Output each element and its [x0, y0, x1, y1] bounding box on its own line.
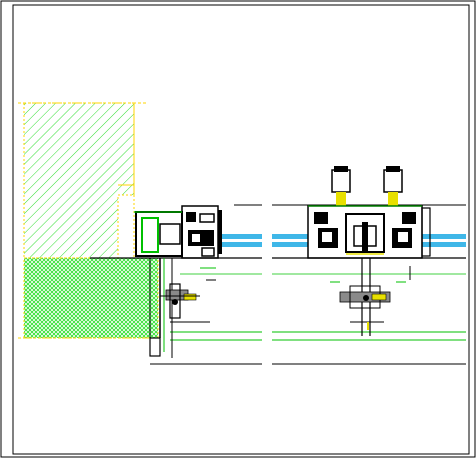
left-frame-profile — [134, 205, 222, 358]
wall-section — [18, 102, 159, 339]
right-profile — [409, 207, 431, 280]
mullion-bracket — [330, 258, 406, 336]
left-bracket — [160, 267, 216, 323]
glass-panes — [222, 234, 466, 247]
mullion-profile — [307, 166, 423, 259]
inner-frame — [12, 4, 470, 455]
